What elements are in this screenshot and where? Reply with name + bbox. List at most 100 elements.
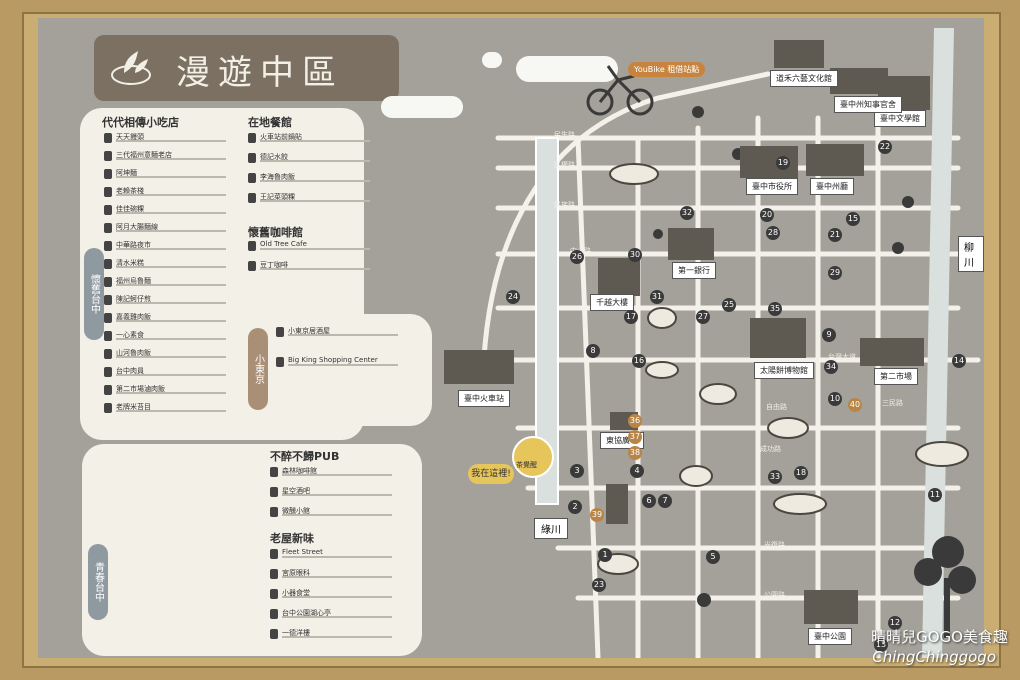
entry-item: 阿月大腸麵線 — [104, 222, 254, 237]
map-marker-26: 26 — [570, 250, 584, 264]
entry-text-line — [116, 338, 226, 340]
entry-title: Big King Shopping Center — [288, 356, 378, 364]
entry-text-line — [116, 410, 226, 412]
entry-text-line — [116, 176, 226, 178]
panel-tab-bottom: 青春台中 — [88, 544, 108, 620]
entry-item: Big King Shopping Center — [276, 356, 426, 371]
entry-item: 山河魯肉飯 — [104, 348, 254, 363]
food-icons — [597, 163, 969, 575]
entry-item: 小東京居酒屋 — [276, 326, 426, 341]
entry-number-badge — [104, 349, 112, 359]
entry-item: 嘉義雞肉飯 — [104, 312, 254, 327]
section-heading-cafe: 懷舊咖啡館 — [248, 226, 303, 239]
building-label-12: 臺中公園 — [808, 628, 852, 645]
entry-text-line — [116, 140, 226, 142]
entry-title: 小器食堂 — [282, 589, 310, 597]
entry-title: 嘉義雞肉飯 — [116, 313, 151, 321]
panel-shop: 小東京 小東京居酒屋 Big King Shopping Center — [236, 314, 432, 426]
building-label-10: 太陽餅博物館 — [754, 362, 814, 379]
map-marker-13: 13 — [874, 638, 888, 652]
leaf-logo-icon — [111, 51, 151, 85]
entry-item: 台中公園湖心亭 — [270, 608, 420, 623]
map-marker-17: 17 — [624, 310, 638, 324]
section-heading-oldhouse: 老屋新味 — [270, 532, 314, 545]
entry-item: 王記菜頭粿 — [248, 192, 398, 207]
entry-text-line — [116, 230, 226, 232]
section-heading-left: 代代相傳小吃店 — [102, 116, 179, 129]
map-marker-36: 36 — [628, 414, 642, 428]
entry-text-line — [116, 212, 226, 214]
map-board: 漫遊中區 代代相傳小吃店 在地餐館 懷舊咖啡館 懷舊台中 天天饅頭三代福州意麵老… — [38, 18, 984, 658]
entry-number-badge — [248, 261, 256, 271]
map-marker-8: 8 — [586, 344, 600, 358]
entry-title: Old Tree Cafe — [260, 240, 307, 248]
entry-title: 佳佳碗粿 — [116, 205, 144, 213]
entry-number-badge — [104, 133, 112, 143]
panel-tab-shop: 小東京 — [248, 328, 268, 410]
map-marker-31: 31 — [650, 290, 664, 304]
entry-title: 山河魯肉飯 — [116, 349, 151, 357]
title-plate: 漫遊中區 — [94, 35, 399, 101]
entry-item: 一德洋樓 — [270, 628, 420, 643]
entry-title: 德記水餃 — [260, 153, 288, 161]
entry-text-line — [116, 284, 226, 286]
entry-title: 星空酒吧 — [282, 487, 310, 495]
street-label-2: 民權路 — [554, 161, 575, 169]
map-marker-29: 29 — [828, 266, 842, 280]
map-marker-12: 12 — [888, 616, 902, 630]
entry-text-line — [116, 374, 226, 376]
entry-text-line — [116, 248, 226, 250]
entry-text-line — [260, 248, 370, 250]
entry-text-line — [282, 636, 392, 638]
entry-text-line — [282, 514, 392, 516]
entry-number-badge — [276, 357, 284, 367]
map-marker-39: 39 — [590, 508, 604, 522]
entry-number-badge — [248, 173, 256, 183]
map-marker-6: 6 — [642, 494, 656, 508]
section-heading-pub: 不醉不歸PUB — [270, 450, 340, 463]
entry-number-badge — [104, 241, 112, 251]
rail-road — [480, 71, 771, 381]
entry-title: 微醺小館 — [282, 507, 310, 515]
entry-text-line — [288, 334, 398, 336]
tea-shop-badge — [512, 436, 554, 478]
entry-item: 佳佳碗粿 — [104, 204, 254, 219]
entry-number-badge — [104, 295, 112, 305]
tea-shop-name: 茶覺醒 — [516, 461, 537, 469]
entry-title: 老牌米苔目 — [116, 403, 151, 411]
map-graphics — [444, 28, 981, 658]
map-marker-10: 10 — [828, 392, 842, 406]
entry-number-badge — [248, 133, 256, 143]
building-label-11: 第二市場 — [874, 368, 918, 385]
entry-item: 天天饅頭 — [104, 132, 254, 147]
you-are-here-label: 我在這裡! — [468, 464, 514, 484]
tree-icons — [653, 106, 914, 607]
entry-item: 德記水餃 — [248, 152, 398, 167]
entry-number-badge — [104, 385, 112, 395]
entry-number-badge — [270, 487, 278, 497]
entry-number-badge — [270, 589, 278, 599]
entry-title: 福州烏魯麵 — [116, 277, 151, 285]
entry-number-badge — [104, 259, 112, 269]
entry-text-line — [260, 268, 370, 270]
entry-number-badge — [104, 223, 112, 233]
entry-text-line — [116, 320, 226, 322]
entry-item: 老牌米苔目 — [104, 402, 254, 417]
map-marker-14: 14 — [952, 354, 966, 368]
map-marker-15: 15 — [846, 212, 860, 226]
entry-text-line — [282, 596, 392, 598]
entry-title: 台中公園湖心亭 — [282, 609, 331, 617]
entry-item: 微醺小館 — [270, 506, 420, 521]
entry-title: 阿坤麵 — [116, 169, 137, 177]
street-label-5: 台灣大道 — [828, 353, 856, 361]
map-title: 漫遊中區 — [176, 53, 344, 93]
map-marker-30: 30 — [628, 248, 642, 262]
entry-item: 台中肉員 — [104, 366, 254, 381]
map-marker-9: 9 — [822, 328, 836, 342]
map-marker-22: 22 — [878, 140, 892, 154]
map-marker-32: 32 — [680, 206, 694, 220]
entry-text-line — [260, 160, 370, 162]
cloud-3 — [482, 52, 502, 68]
